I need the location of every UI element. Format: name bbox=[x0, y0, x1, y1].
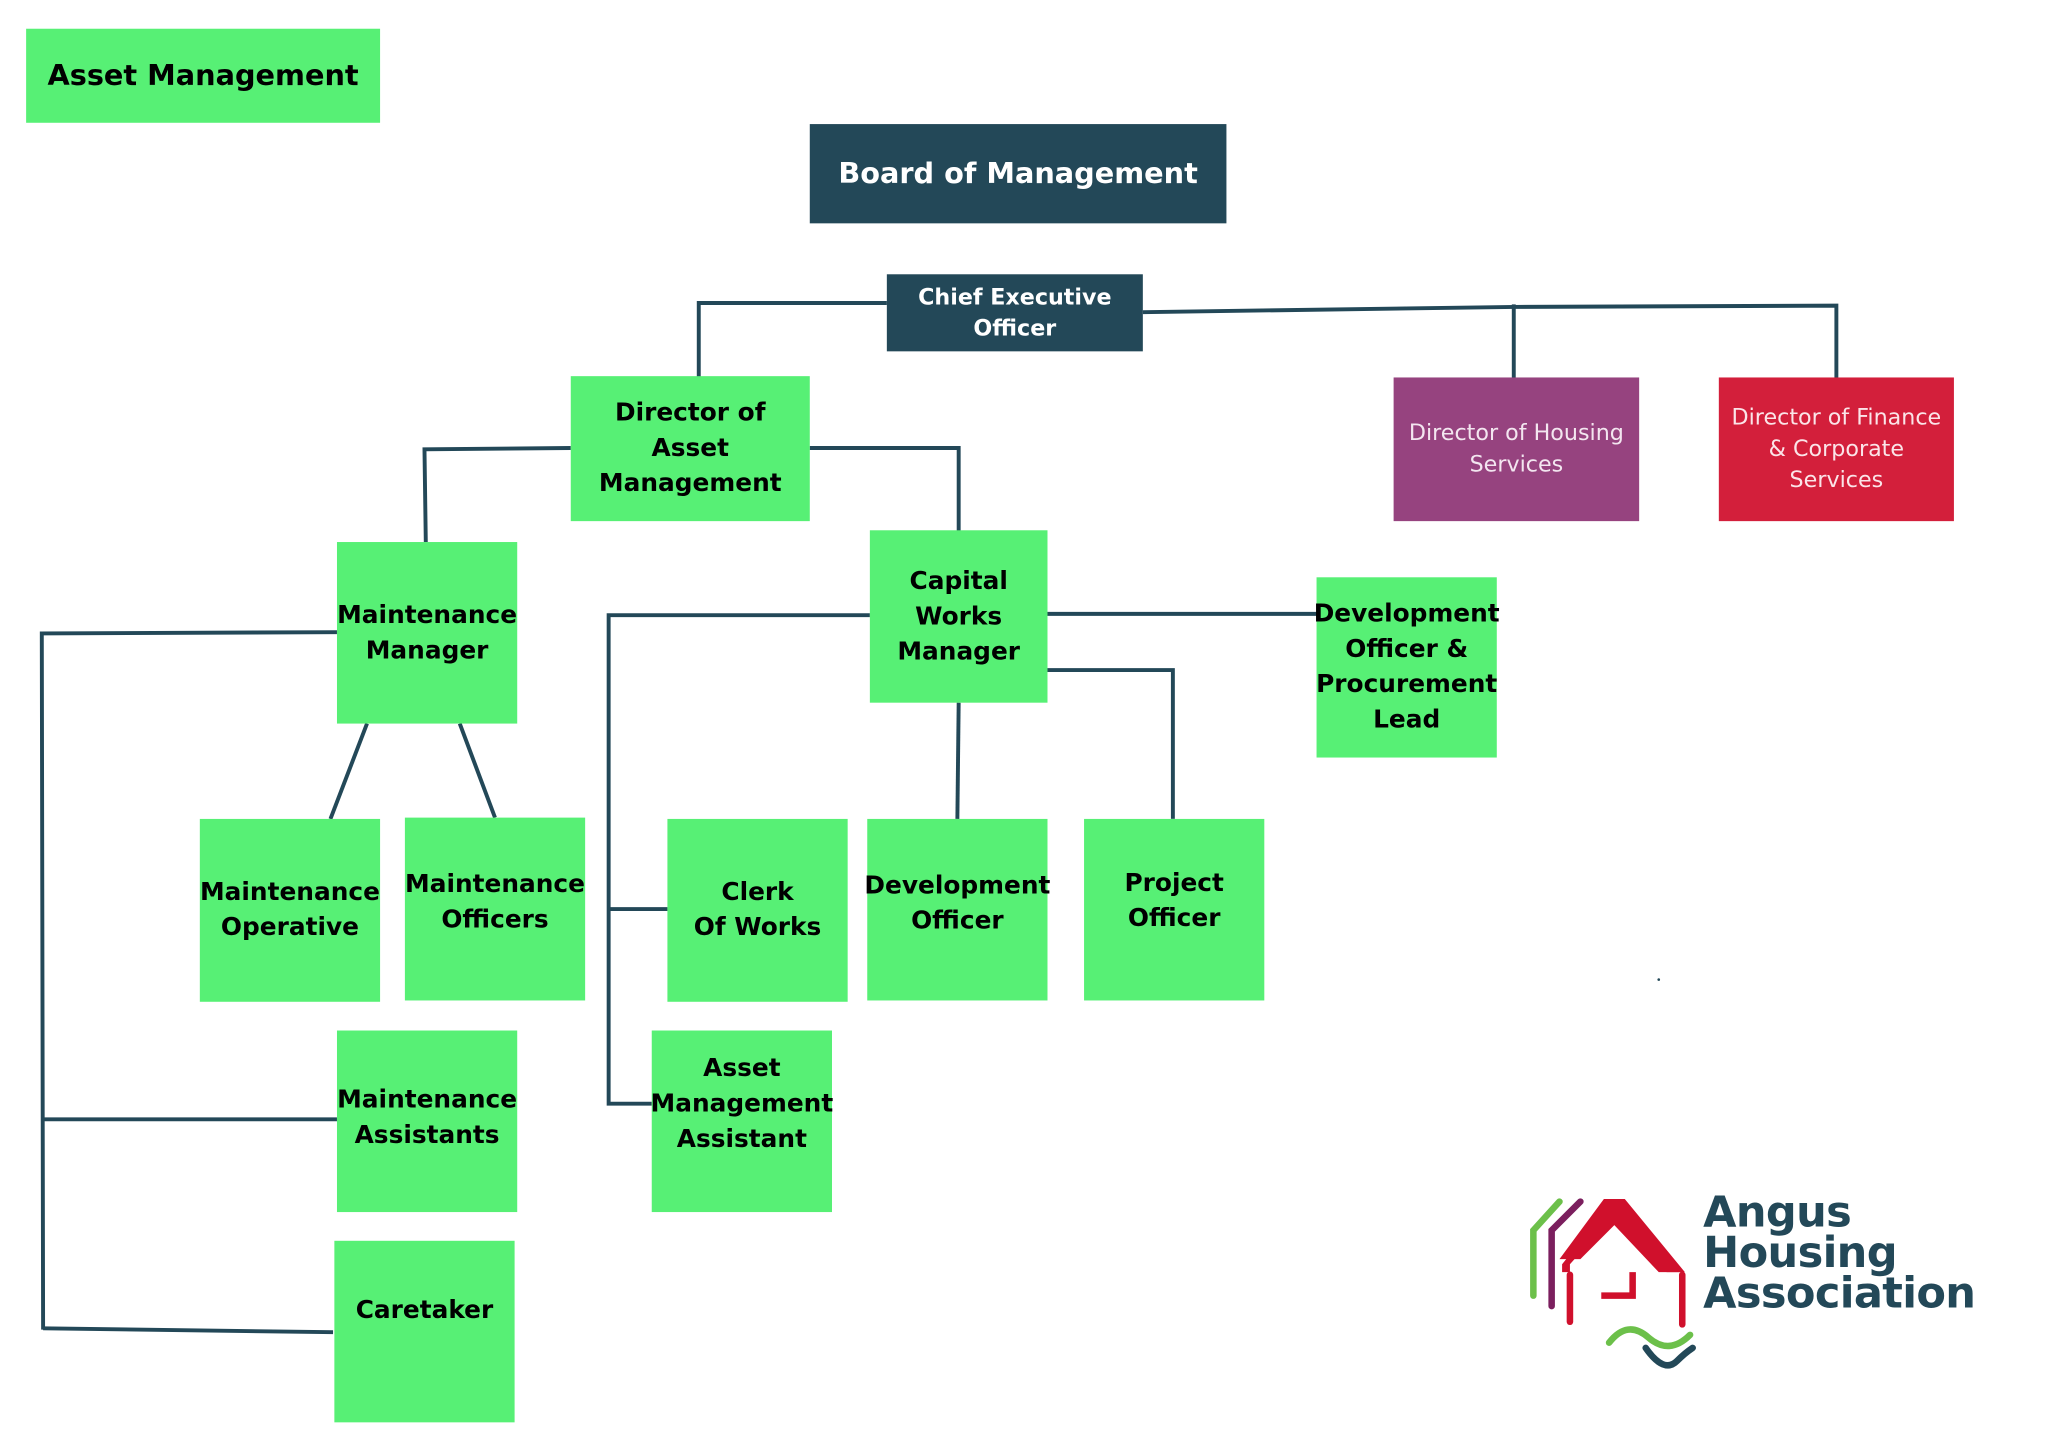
development-officer-box: Development Officer bbox=[864, 818, 1050, 1001]
house-logo-icon bbox=[1530, 1198, 1696, 1369]
director-finance-box: Director of Finance & Corporate Services bbox=[1718, 377, 1954, 522]
chief-executive-box: Chief Executive Officer bbox=[886, 274, 1143, 352]
connector-asset-maintenance bbox=[422, 446, 571, 543]
connector-ceo-asset bbox=[696, 301, 887, 378]
maintenance-manager-box: Maintenance Manager bbox=[336, 542, 518, 724]
title-badge: Asset Management bbox=[26, 28, 381, 123]
asset-mgmt-assistant-box: Asset Management Assistant bbox=[651, 1030, 833, 1213]
logo-line-housing: Housing bbox=[1703, 1226, 1897, 1278]
capital-works-manager-box: Capital Works Manager bbox=[869, 530, 1048, 703]
connector-to-operative bbox=[328, 722, 369, 820]
logo-text: Angus Housing Association bbox=[1703, 1185, 1976, 1318]
caretaker-box: Caretaker bbox=[334, 1240, 515, 1423]
project-officer-box: Project Officer bbox=[1084, 818, 1265, 1001]
stray-dot bbox=[1657, 978, 1661, 981]
connector-ceo-right bbox=[1142, 303, 1839, 379]
maintenance-assistants-box: Maintenance Assistants bbox=[336, 1030, 518, 1213]
maintenance-operative-box: Maintenance Operative bbox=[199, 818, 381, 1002]
connector-asset-capital bbox=[809, 446, 961, 532]
connector-to-caretaker bbox=[43, 1326, 334, 1335]
director-housing-box: Director of Housing Services bbox=[1393, 377, 1640, 522]
logo-line-association: Association bbox=[1703, 1266, 1976, 1318]
connector-to-project-officer bbox=[1047, 668, 1175, 819]
dev-procurement-lead-box: Development Officer & Procurement Lead bbox=[1314, 577, 1500, 758]
logo-line-angus: Angus bbox=[1703, 1185, 1852, 1237]
maintenance-officers-box: Maintenance Officers bbox=[404, 817, 586, 1001]
clerk-of-works-box: Clerk Of Works bbox=[667, 818, 848, 1002]
board-of-management-box: Board of Management bbox=[809, 124, 1227, 224]
connector-to-dev-officer bbox=[955, 702, 961, 819]
connector-to-officers bbox=[457, 722, 497, 819]
director-asset-box: Director of Asset Management bbox=[570, 376, 810, 522]
